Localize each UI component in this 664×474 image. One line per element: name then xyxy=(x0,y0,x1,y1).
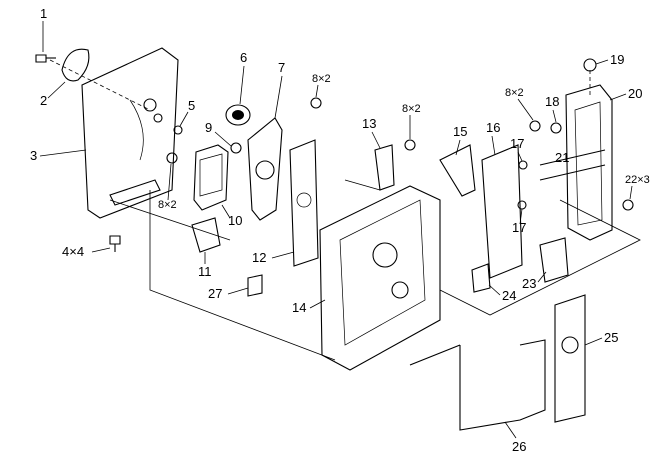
part-4-screw xyxy=(109,235,121,252)
callout-8-d: 8×2 xyxy=(158,199,177,211)
callout-24: 24 xyxy=(502,288,516,303)
part-6-gear xyxy=(225,104,251,126)
part-5-screw xyxy=(173,125,183,135)
callout-13: 13 xyxy=(362,116,376,131)
part-20-right-housing xyxy=(565,84,613,241)
part-15-ribbon xyxy=(439,144,476,197)
callout-11: 11 xyxy=(198,264,212,279)
callout-27: 27 xyxy=(208,286,222,301)
callout-8-a: 8×2 xyxy=(312,73,331,85)
callout-22: 22×3 xyxy=(625,174,650,186)
callout-17-a: 17 xyxy=(510,136,524,151)
part-19-screw xyxy=(583,58,597,72)
callout-8-b: 8×2 xyxy=(402,103,421,115)
part-27-sheet xyxy=(247,274,263,297)
callout-16: 16 xyxy=(486,120,500,135)
callout-20: 20 xyxy=(628,86,642,101)
callout-4: 4×4 xyxy=(62,244,84,259)
callout-8-c: 8×2 xyxy=(505,87,524,99)
part-8-screws xyxy=(166,97,541,164)
part-21-rail xyxy=(539,149,606,181)
part-22-screws xyxy=(622,199,634,211)
callout-25: 25 xyxy=(604,330,618,345)
callout-10: 10 xyxy=(228,213,242,228)
part-9-screw xyxy=(230,142,242,154)
callout-17-b: 17 xyxy=(512,220,526,235)
part-26-flex-cable xyxy=(409,339,546,431)
callout-1: 1 xyxy=(40,6,47,21)
callout-labels: 1 2 3 4×4 5 6 7 8×2 8×2 8×2 8×2 9 10 11 … xyxy=(30,6,650,454)
part-23-bracket xyxy=(539,237,569,283)
callout-14: 14 xyxy=(292,300,306,315)
callout-5: 5 xyxy=(188,98,195,113)
part-11-clip xyxy=(191,217,221,253)
callout-26: 26 xyxy=(512,439,526,454)
callout-18: 18 xyxy=(545,94,559,109)
part-2-cap xyxy=(61,48,90,82)
part-12-gasket xyxy=(289,139,319,267)
part-7-bracket xyxy=(247,117,283,221)
part-24-block xyxy=(471,263,491,293)
part-10-holder xyxy=(193,144,229,211)
callout-6: 6 xyxy=(240,50,247,65)
callout-15: 15 xyxy=(453,124,467,139)
callout-12: 12 xyxy=(252,250,266,265)
part-3-side-plate xyxy=(81,47,179,219)
part-25-cover-plate xyxy=(554,294,586,423)
callout-21: 21 xyxy=(555,150,569,165)
part-1-screw xyxy=(35,54,56,63)
callout-3: 3 xyxy=(30,148,37,163)
callout-9: 9 xyxy=(205,120,212,135)
callout-7: 7 xyxy=(278,60,285,75)
callout-2: 2 xyxy=(40,93,47,108)
part-14-main-chassis xyxy=(319,185,441,371)
part-13-small-bracket xyxy=(374,144,395,191)
part-18-screw xyxy=(550,122,562,134)
part-16-board xyxy=(481,144,523,279)
callout-23: 23 xyxy=(522,276,536,291)
callout-19: 19 xyxy=(610,52,624,67)
